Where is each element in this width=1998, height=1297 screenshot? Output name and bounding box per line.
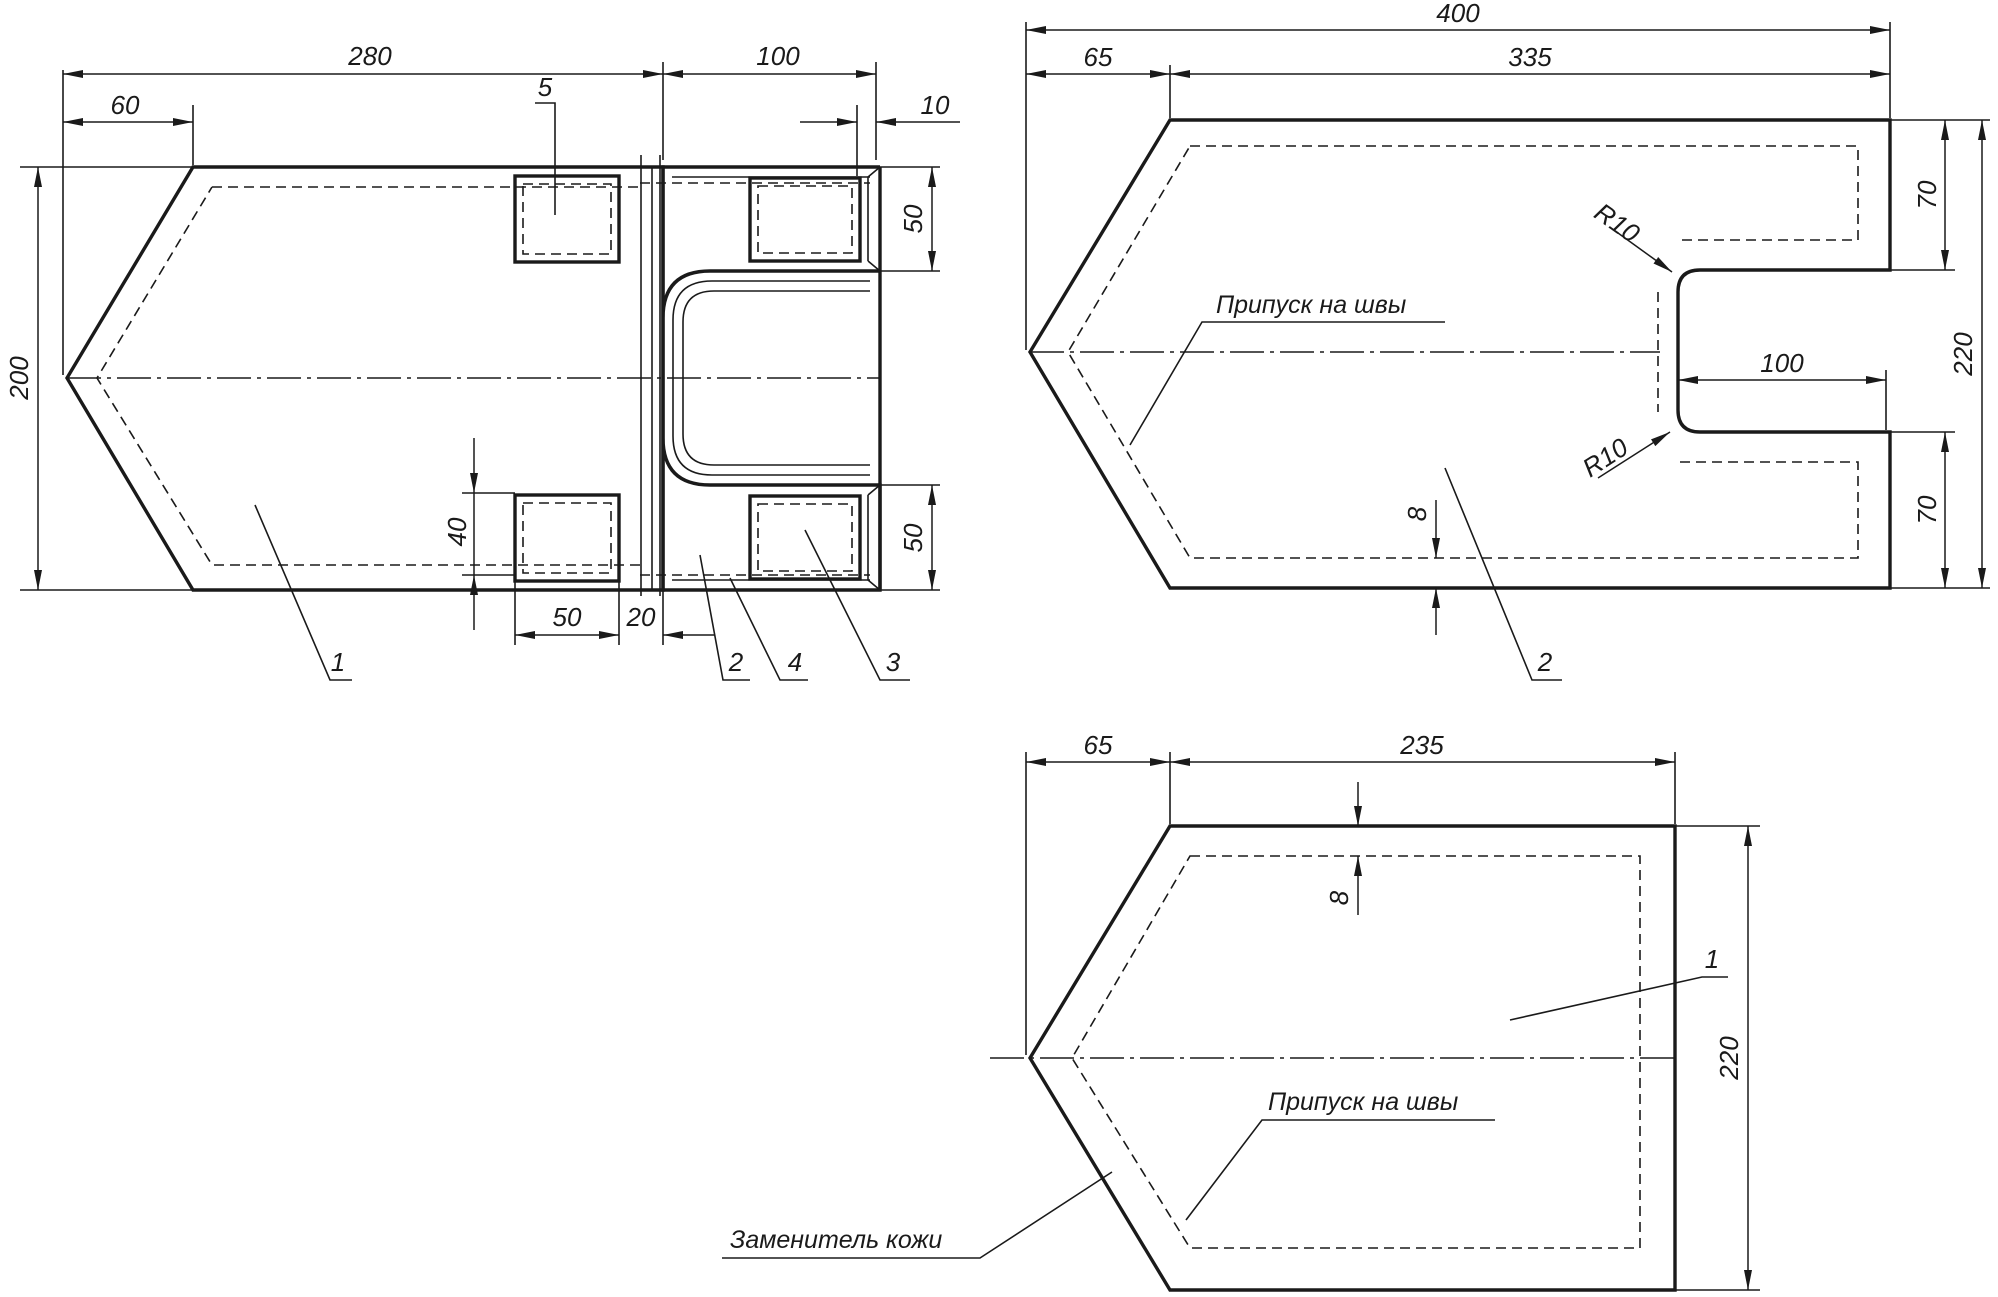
d1-dim-40: 40 [442,517,472,546]
d1-pad-5-bottom [513,493,621,583]
d1-extension-lines [20,62,940,645]
d1-pad-3-bottom-seam [757,503,853,572]
d1-strap-outer [661,165,882,592]
d3-seam-leader [1185,1119,1495,1221]
d3-dim-220: 220 [1714,1036,1744,1081]
d2-r10a: R10 [1589,197,1646,249]
d1-leader-2 [699,554,750,681]
d1-dim-20: 20 [626,602,656,632]
d1-dim-280: 280 [347,41,392,71]
d1-strap-end-chamfer [867,166,881,591]
d3-dim-235: 235 [1399,730,1444,760]
d1-pad-3-bottom [748,494,862,581]
d1-dim-50c: 50 [553,602,582,632]
d1-pad-3-top-seam [757,185,853,254]
d2-dim-335: 335 [1508,42,1552,72]
d2-dim-400: 400 [1436,0,1480,28]
d3-outline [1028,824,1677,1292]
d2-extension-lines [1025,22,1990,589]
d2-seam-label: Припуск на швы [1216,291,1406,319]
d1-outline [65,165,665,592]
d3-dim-8: 8 [1324,890,1354,905]
d3-material-leader [722,1171,1113,1259]
d1-callout-4: 4 [788,647,802,677]
d1-callout-2: 2 [728,647,744,677]
d2-seam-line [1067,145,1859,559]
d2-dim-100: 100 [1760,348,1804,378]
d2-r10a-leader [1617,232,1673,273]
d1-dim-50a: 50 [898,204,928,233]
d2-leader-2 [1444,467,1562,681]
d2-callout-2: 2 [1537,647,1553,677]
d1-dim-100: 100 [756,41,800,71]
d3-callout-1: 1 [1705,944,1719,974]
d1-dim-200: 200 [4,356,34,401]
d2-dim-8: 8 [1402,506,1432,521]
d1-leader-4 [729,577,808,681]
d2-dim-220: 220 [1948,332,1978,377]
d3-seam-label: Припуск на швы [1268,1088,1458,1116]
drawing-3: 65 235 8 220 1 Припуск на швы Заменитель… [722,730,1760,1292]
d3-material-label: Заменитель кожи [730,1226,942,1254]
d3-extension-lines [1025,752,1760,1291]
d1-pad-3-top [748,176,862,263]
d1-dim-50b: 50 [898,523,928,552]
d3-leader-1 [1509,976,1728,1021]
d1-leader-3 [804,529,910,681]
d2-outline [1028,118,1892,590]
d1-dim-10: 10 [921,90,950,120]
d3-seam-line [1071,855,1641,1249]
d1-callout-1: 1 [331,647,345,677]
d1-pad-5-bottom-seam [522,502,612,574]
d2-r10b-leader [1597,431,1671,479]
d1-pad-5-top-seam [522,183,612,255]
d1-pad-5-top [513,174,621,264]
d1-strap-stitch-2 [682,290,870,466]
d1-callout-5: 5 [538,72,553,102]
d2-seam-leader [1129,321,1445,446]
d1-leader-5 [535,102,556,215]
drawing-1: 280 100 60 10 200 50 50 40 50 20 1 2 4 3 [4,41,960,681]
d1-seam-line [96,186,640,566]
d2-dim-65: 65 [1084,42,1113,72]
d1-dim-60: 60 [111,90,140,120]
d1-callout-3: 3 [886,647,901,677]
d2-r10b: R10 [1577,432,1634,483]
d2-dim-70a: 70 [1912,180,1942,209]
d3-dim-65: 65 [1084,730,1113,760]
drawing-2: 400 65 335 70 70 220 100 R10 R10 8 Припу… [1025,0,1990,681]
d1-leader-1 [254,504,352,681]
d2-dim-70b: 70 [1912,495,1942,524]
